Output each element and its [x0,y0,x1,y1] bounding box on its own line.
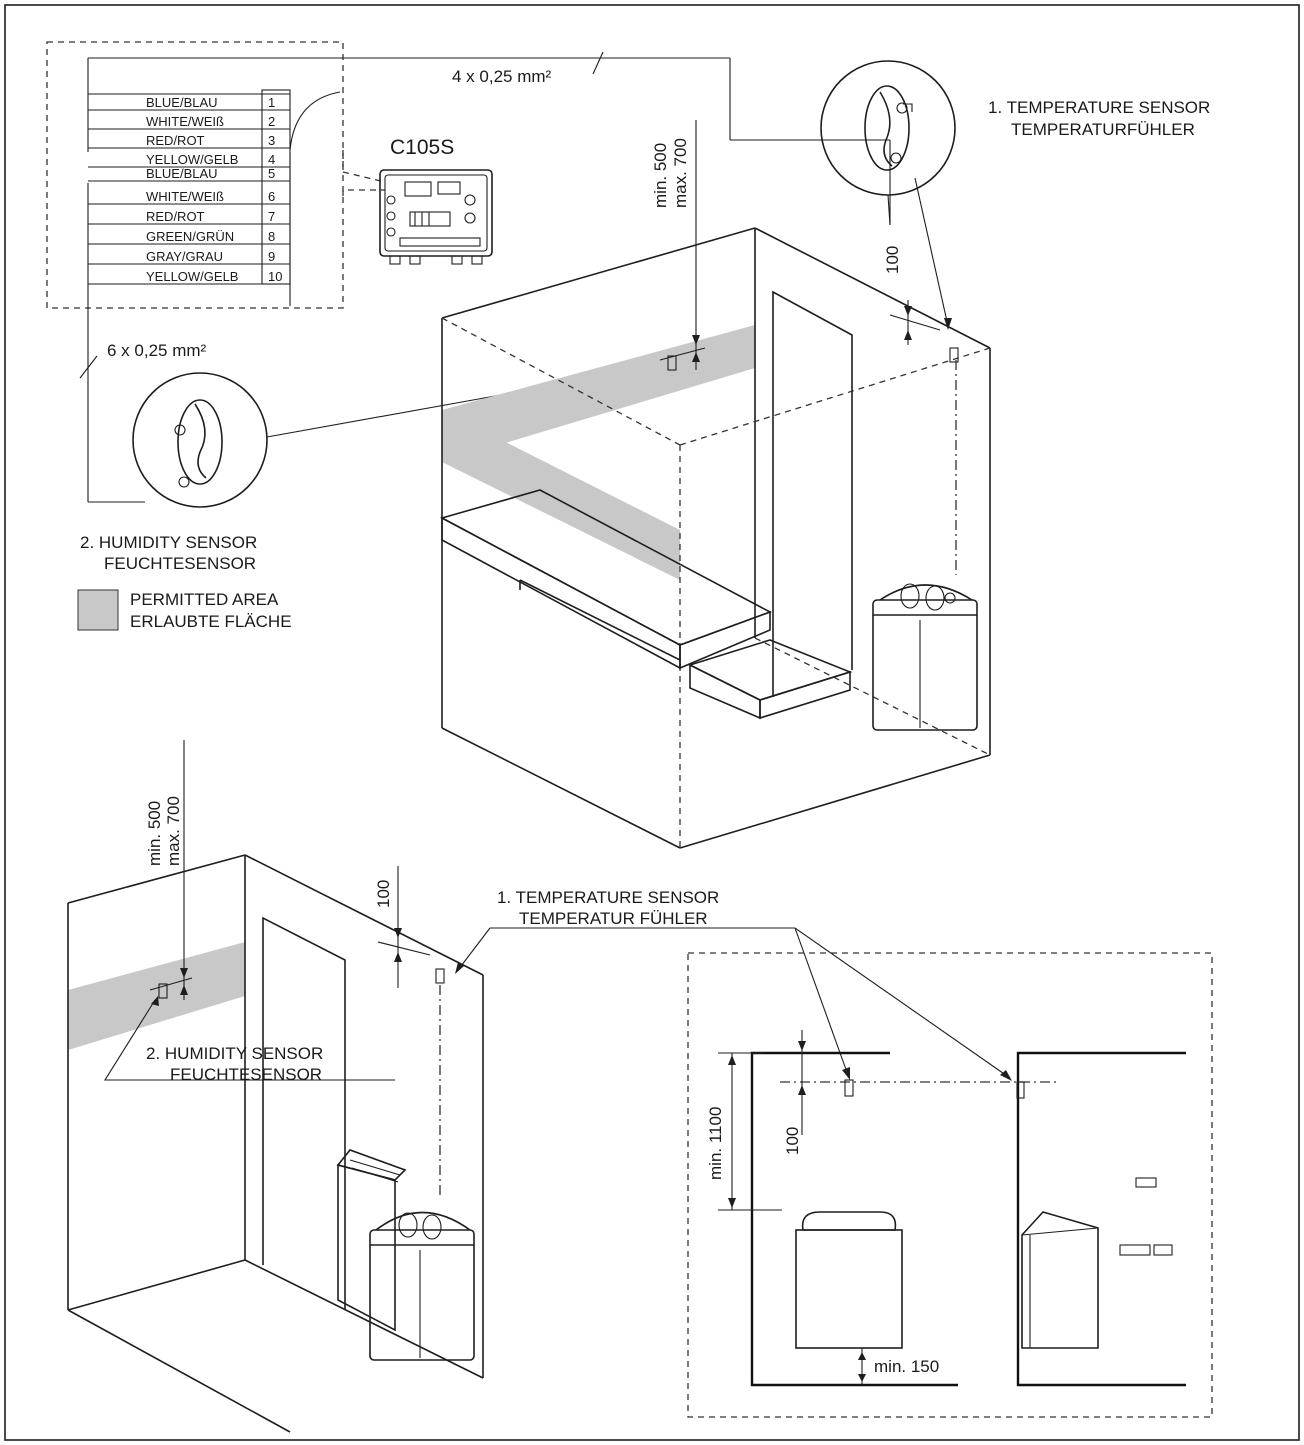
terminal-number: 7 [268,209,275,224]
temperature-sensor-magnified [820,60,956,330]
wire-color-label: WHITE/WEIß [146,114,224,129]
wire-color-label: GREEN/GRÜN [146,229,234,244]
humidity-sensor-label-en-2: 2. HUMIDITY SENSOR [146,1044,323,1063]
wire-color-label: RED/ROT [146,209,205,224]
humidity-sensor-label-en: 2. HUMIDITY SENSOR [80,533,257,552]
temperature-sensor-label-de: TEMPERATURFÜHLER [1011,120,1195,139]
detail-elevation [687,952,1213,1418]
temperature-sensor-label-en-2: 1. TEMPERATURE SENSOR [497,888,719,907]
terminal-number: 9 [268,249,275,264]
cable-6-wire-label: 6 x 0,25 mm² [107,341,207,360]
temperature-sensor-label-en: 1. TEMPERATURE SENSOR [988,98,1210,117]
cable-4-wire-label: 4 x 0,25 mm² [452,67,552,86]
legend-label-de: ERLAUBTE FLÄCHE [130,612,292,631]
terminal-block [261,89,291,285]
sauna-room-bottom-left [67,740,1012,1433]
humidity-sensor-label-de: FEUCHTESENSOR [104,554,256,573]
controller-unit: C105S [379,136,493,265]
dim-min-500-bottom: min. 500 [145,801,164,866]
temperature-sensor-label-de-2: TEMPERATUR FÜHLER [519,909,708,928]
terminal-number: 4 [268,152,275,167]
terminal-number: 2 [268,114,275,129]
permitted-area-swatch [77,589,119,631]
wire-color-label: BLUE/BLAU [146,95,218,110]
wire-color-label: BLUE/BLAU [146,166,218,181]
terminal-number: 3 [268,133,275,148]
wiring-panel-border [46,41,344,309]
legend-label-en: PERMITTED AREA [130,590,279,609]
dim-100-top: 100 [883,246,902,274]
dim-max-700-top: max. 700 [671,138,690,208]
terminal-number: 1 [268,95,275,110]
dim-max-700-bottom: max. 700 [164,796,183,866]
terminal-number: 5 [268,166,275,181]
wire-color-label: RED/ROT [146,133,205,148]
wire-color-label: GRAY/GRAU [146,249,223,264]
dim-100-detail: 100 [783,1127,802,1155]
humidity-sensor-label-de-2: FEUCHTESENSOR [170,1065,322,1084]
terminal-number: 10 [268,269,282,284]
dim-100-bottom: 100 [374,880,393,908]
page-frame [4,4,1300,1441]
wire-color-label: YELLOW/GELB [146,152,238,167]
controller-model-label: C105S [390,136,454,159]
dim-min-150: min. 150 [874,1357,939,1376]
wire-color-label: WHITE/WEIß [146,189,224,204]
sauna-room-top [439,120,991,849]
wire-color-label: YELLOW/GELB [146,269,238,284]
terminal-number: 6 [268,189,275,204]
terminal-number: 8 [268,229,275,244]
dim-min-1100: min. 1100 [706,1107,725,1180]
dim-min-500-top: min. 500 [651,143,670,208]
